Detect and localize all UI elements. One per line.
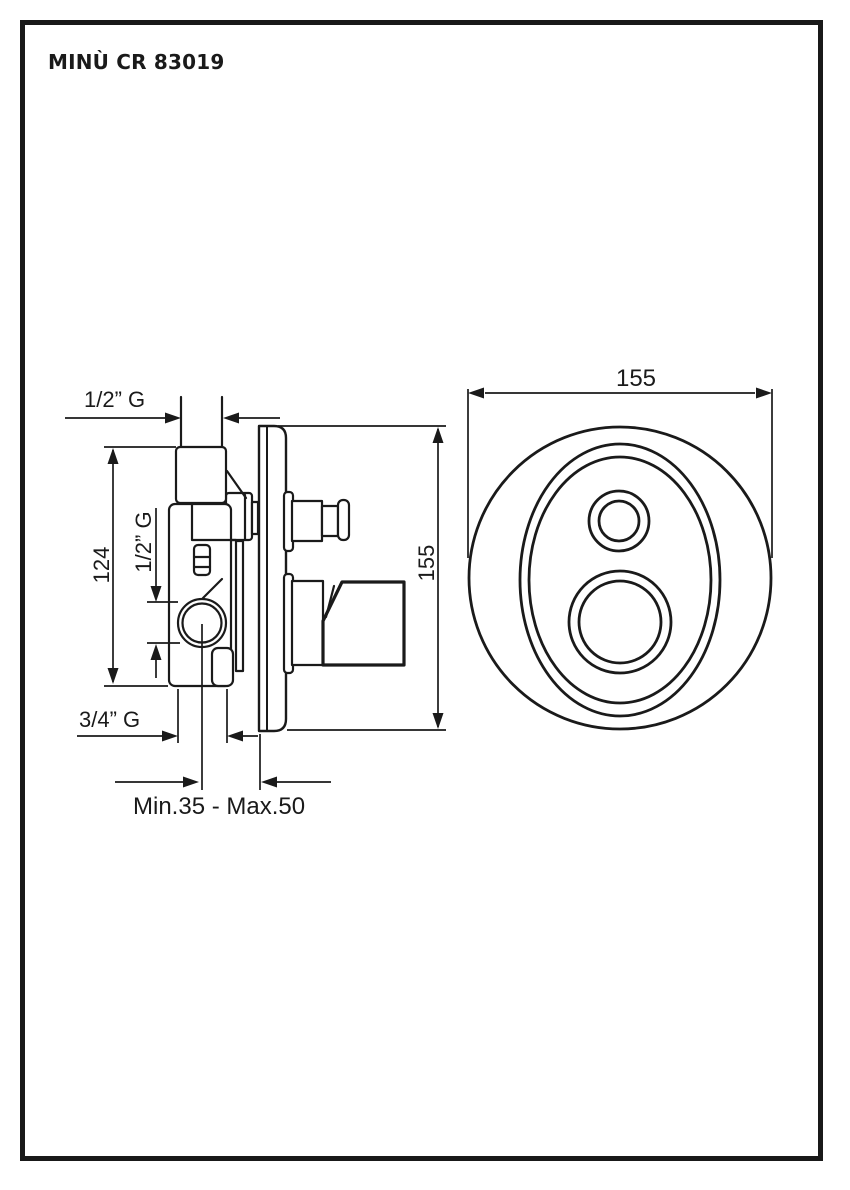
dim-label-depth-range: Min.35 - Max.50 — [133, 793, 305, 820]
front-view — [467, 425, 773, 731]
diverter-knob-cap — [336, 498, 351, 542]
body-rear-strip — [234, 539, 245, 673]
dimension-arrows — [107, 387, 772, 788]
arrow-left-icon — [223, 412, 239, 424]
dim-label-plate-diameter: 155 — [616, 365, 656, 392]
dim-label-side-port: 1/2” G — [131, 511, 156, 572]
arrow-down-icon — [107, 668, 119, 684]
arrow-up-icon — [432, 427, 444, 443]
dim-label-top-port: 1/2” G — [84, 387, 145, 412]
union-nut — [174, 445, 228, 505]
diverter-knob-base — [290, 499, 324, 543]
body-step-line — [190, 503, 238, 542]
handle-knob — [321, 580, 406, 667]
handle-sleeve — [290, 579, 325, 667]
arrow-right-icon — [162, 730, 178, 742]
arrow-right-icon — [183, 776, 199, 788]
nut-chamfer-line — [225, 469, 248, 500]
arrow-left-icon — [261, 776, 277, 788]
arrow-right-icon — [756, 387, 772, 399]
arrow-down-icon — [150, 586, 162, 602]
escutcheon-oval-inner — [527, 455, 713, 705]
handle-knob-outer-circle — [567, 569, 673, 675]
dim-label-plate-height: 155 — [414, 545, 439, 582]
page-title: MINÙ CR 83019 — [48, 50, 225, 74]
arrow-left-icon — [227, 730, 243, 742]
plate-circle — [467, 425, 773, 731]
wall-plate — [257, 424, 288, 733]
side-port-step — [250, 500, 260, 536]
side-view — [167, 395, 406, 733]
diverter-knob-stem — [320, 504, 340, 538]
arrow-left-icon — [468, 387, 484, 399]
dim-label-bottom-port: 3/4” G — [79, 707, 140, 732]
arrow-down-icon — [432, 713, 444, 729]
body-lower-lobe — [210, 646, 235, 688]
handle-inner-line — [324, 584, 336, 619]
diverter-knob-outer-circle — [587, 489, 651, 553]
dim-label-height: 124 — [89, 547, 114, 584]
escutcheon-oval-outer — [518, 442, 722, 718]
dimension-lines — [65, 389, 773, 790]
dimension-labels: 1/2” G 124 1/2” G 3/4” G Min.35 - Max.50… — [79, 365, 656, 820]
arrow-up-icon — [150, 644, 162, 660]
handle-knob-inner-circle — [577, 579, 663, 665]
arrow-up-icon — [107, 448, 119, 464]
cartridge-detail — [192, 543, 212, 577]
body-chamfer-line — [201, 577, 224, 600]
diverter-knob-inner-circle — [597, 499, 641, 543]
arrow-right-icon — [165, 412, 181, 424]
